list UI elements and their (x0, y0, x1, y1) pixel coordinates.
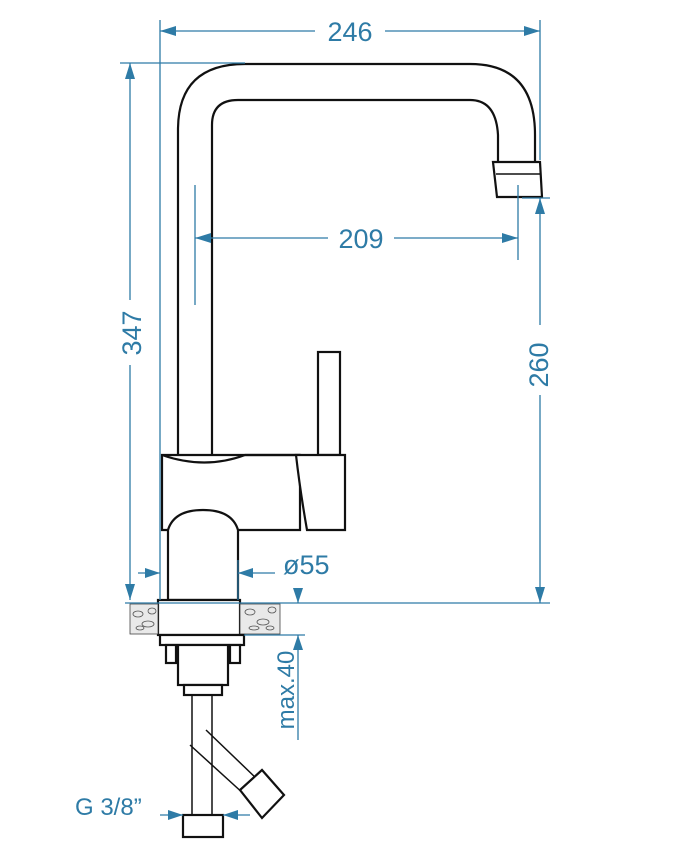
height-total-label: 347 (117, 310, 147, 355)
faucet-outline (156, 62, 544, 637)
countertop-section (125, 602, 550, 635)
dimension-base-diameter: ø55 (138, 550, 330, 600)
width-total-label: 246 (327, 17, 372, 47)
spout-reach-label: 209 (338, 224, 383, 254)
supply-hoses (181, 695, 286, 839)
dimension-spout-reach: 209 (194, 185, 519, 305)
dimension-connection: G 3/8” (75, 794, 250, 821)
max-thickness-label: max.40 (273, 651, 300, 730)
mounting-hardware (158, 633, 246, 697)
dimension-max-thickness: max.40 (244, 588, 305, 740)
dimension-width-total: 246 (159, 17, 541, 600)
base-diameter-label: ø55 (283, 550, 330, 580)
dimension-spout-height: 260 (522, 197, 554, 603)
connection-label: G 3/8” (75, 794, 142, 821)
dimension-height-total: 347 (117, 62, 245, 600)
spout-height-label: 260 (524, 342, 554, 387)
